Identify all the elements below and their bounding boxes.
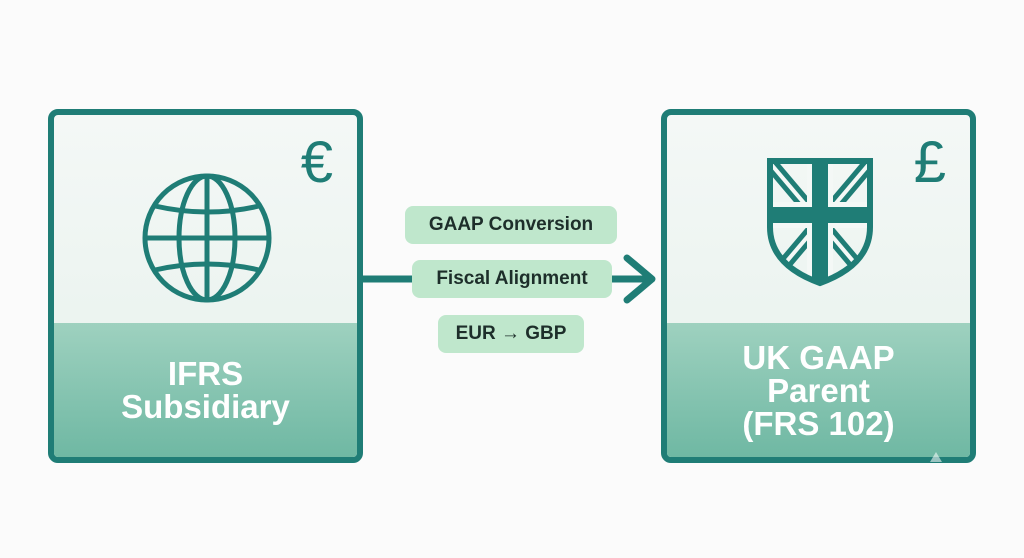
ifrs-subsidiary-box: € IFRS Subsidiary	[48, 109, 363, 463]
euro-symbol: €	[300, 130, 333, 195]
gaap-conversion-label: GAAP Conversion	[405, 206, 617, 244]
fiscal-alignment-label: Fiscal Alignment	[412, 260, 612, 298]
union-jack-shield-icon	[767, 158, 873, 287]
pound-symbol: £	[913, 130, 946, 195]
watermark-icon	[930, 452, 942, 462]
arrow-head	[623, 254, 656, 304]
uk-gaap-parent-box: £ UK GAAP Parent (FRS 102)	[661, 109, 976, 463]
ifrs-subsidiary-label: IFRS Subsidiary	[54, 323, 357, 457]
currency-conversion-label: EUR → GBP	[438, 315, 584, 353]
uk-gaap-parent-label: UK GAAP Parent (FRS 102)	[667, 323, 970, 457]
globe-icon	[142, 173, 272, 303]
